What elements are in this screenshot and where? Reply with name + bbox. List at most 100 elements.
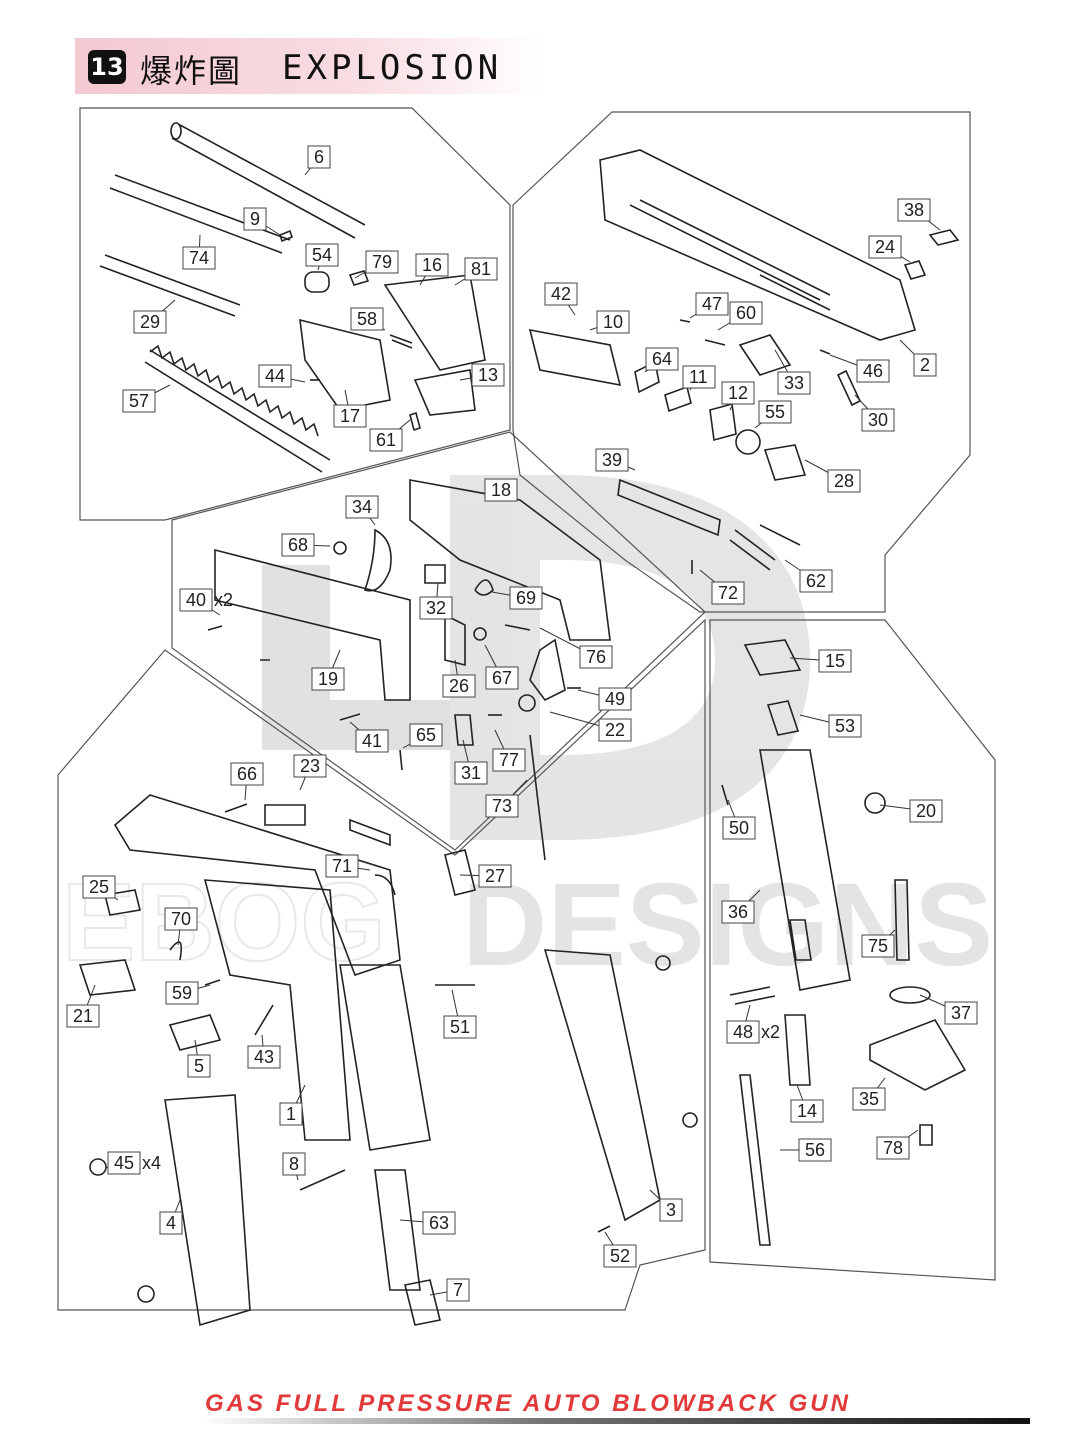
part-number-text: 44	[265, 366, 285, 386]
label-box	[579, 645, 613, 669]
part-number-text: 54	[312, 245, 332, 265]
part-label-59: 59	[165, 981, 211, 1005]
part-label-39: 39	[595, 448, 636, 472]
part-number-text: 68	[288, 535, 308, 555]
part-label-31: 31	[454, 739, 488, 785]
label-box	[419, 596, 453, 620]
label-box	[422, 1211, 456, 1235]
label-box	[861, 408, 895, 432]
part-number-text: 41	[362, 731, 382, 751]
footer-rule	[200, 1418, 1030, 1424]
part-number-text: 52	[610, 1246, 630, 1266]
part-label-65: 65	[402, 723, 443, 749]
part-label-53: 53	[799, 714, 862, 738]
part-label-13: 13	[459, 363, 505, 387]
label-box	[509, 586, 543, 610]
part-label-4: 4	[159, 1199, 183, 1235]
part-number-text: 2	[920, 355, 930, 375]
label-box	[82, 875, 116, 899]
part-number-text: 17	[340, 406, 360, 426]
label-box	[818, 649, 852, 673]
part-label-67: 67	[484, 644, 519, 690]
part-number-text: 20	[916, 801, 936, 821]
label-box	[415, 253, 449, 277]
label-box	[598, 687, 632, 711]
label-box	[909, 799, 943, 823]
label-box	[485, 666, 519, 690]
part-number-text: 31	[461, 763, 481, 783]
part-label-22: 22	[549, 711, 632, 742]
part-number-text: 15	[825, 651, 845, 671]
label-box	[311, 667, 345, 691]
part-label-33: 33	[774, 349, 811, 395]
part-number-text: 55	[765, 402, 785, 422]
part-label-57: 57	[122, 384, 171, 413]
part-number-text: 27	[485, 866, 505, 886]
label-box	[798, 1138, 832, 1162]
part-label-62: 62	[784, 559, 833, 593]
part-label-58: 58	[350, 307, 386, 331]
part-label-52: 52	[603, 1231, 637, 1268]
label-box	[478, 864, 512, 888]
watermark-text-right: DESIGNS	[462, 859, 993, 991]
label-box	[409, 723, 443, 747]
part-number-text: 61	[376, 430, 396, 450]
part-label-18: 18	[484, 478, 518, 502]
label-box	[726, 1020, 760, 1044]
part-label-26: 26	[442, 659, 476, 698]
part-label-56: 56	[780, 1138, 832, 1162]
part-number-text: 47	[702, 294, 722, 314]
label-box	[913, 353, 937, 377]
part-label-36: 36	[721, 889, 761, 924]
part-label-76: 76	[539, 627, 613, 669]
part-label-29: 29	[133, 299, 176, 334]
part-label-30: 30	[854, 394, 895, 432]
part-label-32: 32	[419, 582, 453, 620]
part-label-77: 77	[492, 729, 526, 772]
label-box	[293, 754, 327, 778]
part-label-49: 49	[577, 687, 632, 711]
part-label-5: 5	[187, 1039, 211, 1078]
label-box	[464, 257, 498, 281]
part-number-text: 66	[237, 764, 257, 784]
part-label-8: 8	[282, 1152, 306, 1181]
panel-outlines	[57, 107, 996, 1311]
part-label-63: 63	[399, 1211, 456, 1235]
label-box	[682, 365, 716, 389]
part-label-12: 12	[721, 381, 755, 411]
part-number-text: 21	[73, 1006, 93, 1026]
label-box	[861, 934, 895, 958]
part-label-74: 74	[182, 234, 216, 270]
part-number-text: 28	[834, 471, 854, 491]
part-number-text: 70	[171, 909, 191, 929]
label-box	[182, 246, 216, 270]
section-number-badge: 13	[88, 50, 126, 84]
label-box	[187, 1054, 211, 1078]
part-number-text: 9	[250, 209, 260, 229]
part-label-64: 64	[644, 347, 679, 373]
label-box	[350, 307, 384, 331]
part-number-text: 42	[551, 284, 571, 304]
part-number-text: 5	[194, 1056, 204, 1076]
part-number-text: 38	[904, 200, 924, 220]
label-box	[243, 207, 267, 231]
label-box	[325, 854, 359, 878]
label-box	[777, 371, 811, 395]
label-box	[852, 1087, 886, 1111]
label-box	[721, 381, 755, 405]
label-box	[230, 762, 264, 786]
label-box	[721, 900, 755, 924]
part-number-text: 19	[318, 669, 338, 689]
part-number-text: 18	[491, 480, 511, 500]
part-number-text: 58	[357, 309, 377, 329]
label-box	[758, 400, 792, 424]
part-label-34: 34	[345, 495, 379, 526]
part-label-19: 19	[311, 649, 345, 691]
part-label-7: 7	[429, 1278, 470, 1302]
part-number-text: 62	[806, 571, 826, 591]
part-label-25: 25	[82, 875, 119, 901]
